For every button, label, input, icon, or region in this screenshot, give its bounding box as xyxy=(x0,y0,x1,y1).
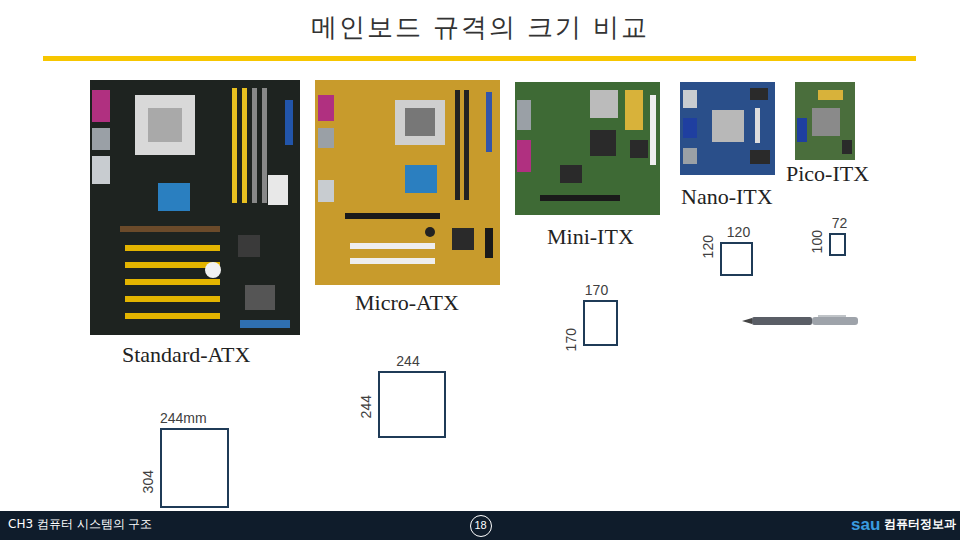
mini-itx-photo xyxy=(515,82,660,215)
size-square: 244244 xyxy=(378,371,446,438)
width-dimension: 244mm xyxy=(160,411,207,426)
page-number: 18 xyxy=(470,515,492,537)
width-dimension: 72 xyxy=(832,216,848,231)
board-name: Mini-ITX xyxy=(547,224,634,249)
height-dimension: 100 xyxy=(810,230,825,253)
board-name: Micro-ATX xyxy=(355,290,459,315)
width-dimension: 170 xyxy=(585,283,608,298)
height-dimension: 120 xyxy=(701,235,716,258)
footer-bar xyxy=(0,511,960,540)
height-dimension: 244 xyxy=(359,395,374,418)
board-name: Nano-ITX xyxy=(681,184,773,209)
height-dimension: 304 xyxy=(141,470,156,493)
width-dimension: 244 xyxy=(396,354,419,369)
micro-atx-photo xyxy=(315,80,500,285)
page-number-text: 18 xyxy=(474,519,486,531)
chapter-footer: CH3 컴퓨터 시스템의 구조 xyxy=(8,518,152,532)
board-name: Pico-ITX xyxy=(786,161,869,186)
height-dimension: 170 xyxy=(564,328,579,351)
nano-itx-photo xyxy=(680,82,775,175)
size-square: 120120 xyxy=(720,242,753,276)
slide-title: 메인보드 규격의 크기 비교 xyxy=(0,10,960,45)
size-square: 72100 xyxy=(829,233,846,256)
width-dimension: 120 xyxy=(727,225,750,240)
size-square: 170170 xyxy=(583,300,618,346)
pen-drawing xyxy=(742,315,858,325)
standard-atx-photo xyxy=(90,80,300,335)
logo-mark: sau xyxy=(851,515,880,535)
pico-itx-photo xyxy=(795,82,855,160)
board-name: Standard-ATX xyxy=(122,342,250,367)
department-name: 컴퓨터정보과 xyxy=(884,518,956,532)
title-rule xyxy=(43,56,916,61)
size-square: 244mm304 xyxy=(160,428,229,508)
